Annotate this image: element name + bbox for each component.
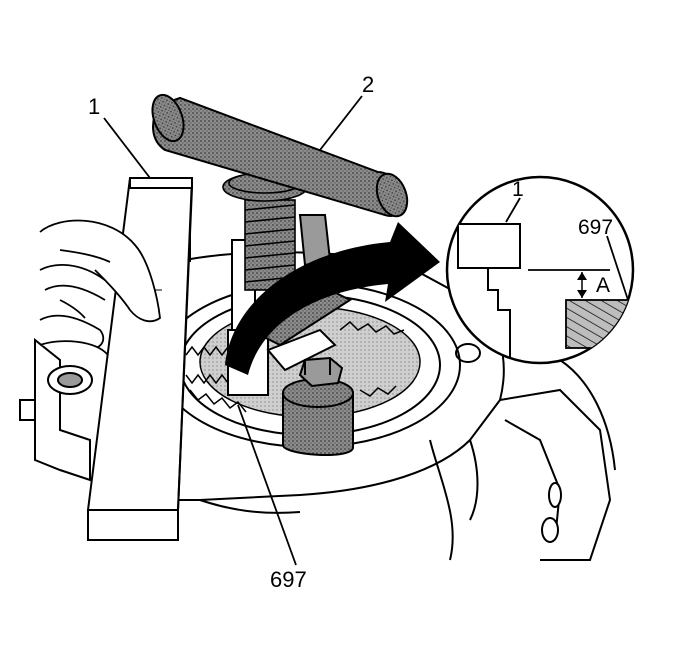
rotation-arrow	[225, 222, 440, 375]
leader-lines	[103, 95, 363, 566]
callout-tool-bar: 1	[88, 94, 100, 119]
callout-inset-dimension: A	[596, 274, 610, 297]
callout-inset-tool: 1	[512, 178, 524, 201]
callout-gear-main: 697	[270, 567, 307, 592]
callout-inset-gear: 697	[578, 216, 613, 239]
callout-t-handle: 2	[362, 72, 374, 97]
leader-t-handle	[319, 95, 363, 151]
inset-leader-1	[505, 197, 521, 223]
technician-hand	[39, 219, 161, 356]
leader-gear-main	[237, 404, 297, 566]
detail-inset	[445, 175, 635, 365]
inset-leader-697	[606, 235, 629, 301]
t-handle	[151, 93, 409, 218]
leader-tool-bar	[103, 117, 151, 179]
straightedge-bar	[86, 177, 194, 541]
hex-nut	[282, 356, 354, 457]
